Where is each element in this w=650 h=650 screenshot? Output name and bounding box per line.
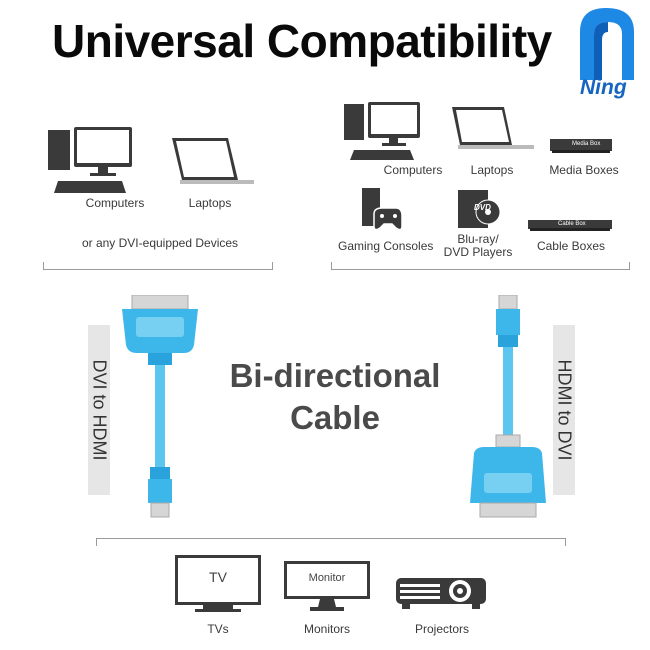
hdmi-to-dvi-cable: [470, 295, 546, 518]
hdmi-connector-icon: [496, 295, 520, 347]
bluray-icon: DVD: [458, 190, 501, 230]
ning-logo-icon: [580, 8, 634, 80]
left-bracket: [43, 262, 273, 270]
laptop-icon: [452, 107, 534, 149]
output-label-monitors: Monitors: [303, 622, 350, 636]
dvd-text: DVD: [474, 203, 491, 212]
left-note: or any DVI-equipped Devices: [81, 236, 239, 250]
dvi-connector-icon: [122, 295, 198, 365]
cable-box-text: Cable Box: [558, 221, 586, 227]
right-bracket: [331, 262, 630, 270]
computer-icon: [344, 102, 420, 160]
ning-logo: Ning: [572, 2, 650, 102]
cable-box-icon: Cable Box: [528, 217, 614, 233]
laptop-icon: [172, 138, 254, 184]
center-title: Bi-directional Cable: [220, 355, 450, 439]
tv-icon: TV: [175, 555, 261, 613]
left-label-computers: Computers: [85, 196, 145, 210]
monitor-screen-text: Monitor: [308, 572, 346, 584]
right-side-band: HDMI to DVI: [553, 325, 575, 495]
center-line-2: Cable: [290, 399, 380, 436]
right-label-media-boxes: Media Boxes: [549, 163, 619, 177]
projector-icon: [396, 578, 486, 609]
right-label-dvd-players: DVD Players: [443, 245, 513, 259]
media-box-text: Media Box: [572, 141, 601, 147]
right-label-laptops: Laptops: [470, 163, 514, 177]
right-label-gaming-consoles: Gaming Consoles: [338, 239, 434, 253]
right-label-computers: Computers: [383, 163, 443, 177]
monitor-icon: Monitor: [284, 561, 370, 613]
bottom-bracket: [96, 538, 566, 546]
output-label-tvs: TVs: [207, 622, 229, 636]
center-line-1: Bi-directional: [229, 357, 441, 394]
brand-name: Ning: [580, 76, 627, 99]
output-label-projectors: Projectors: [414, 622, 470, 636]
dvi-to-hdmi-cable: [122, 295, 198, 518]
left-side-label: DVI to HDMI: [89, 359, 110, 461]
tv-screen-text: TV: [209, 569, 227, 585]
left-side-band: DVI to HDMI: [88, 325, 110, 495]
right-label-cable-boxes: Cable Boxes: [536, 239, 606, 253]
computer-icon: [48, 127, 132, 193]
media-box-icon: Media Box: [550, 137, 614, 153]
game-console-icon: [362, 188, 403, 231]
right-label-bluray: Blu-ray/: [457, 232, 499, 246]
right-side-label: HDMI to DVI: [554, 359, 575, 461]
left-label-laptops: Laptops: [188, 196, 232, 210]
hdmi-connector-icon: [148, 467, 172, 518]
dvi-connector-icon: [470, 434, 546, 518]
page-title: Universal Compatibility: [52, 15, 552, 67]
